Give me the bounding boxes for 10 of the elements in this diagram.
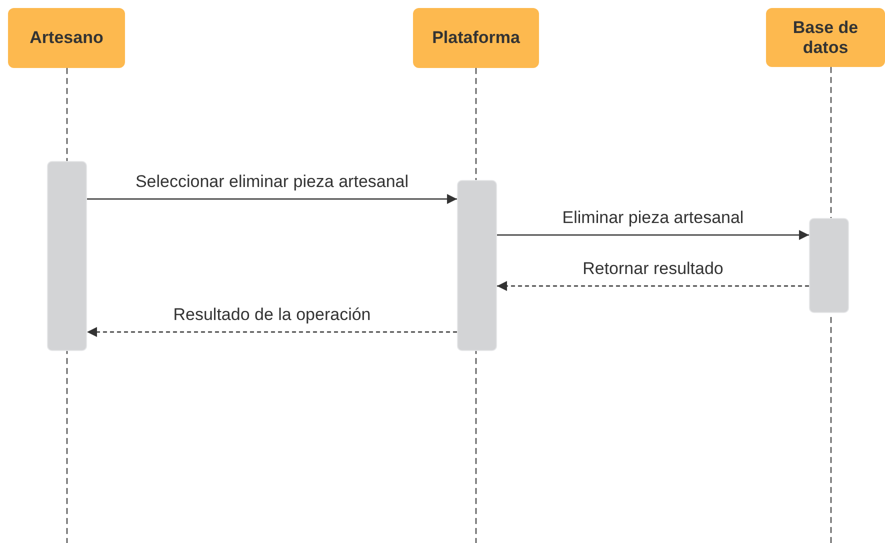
participant-box: Plataforma xyxy=(413,8,539,68)
message-arrow xyxy=(497,230,809,240)
activation-bar xyxy=(47,161,87,351)
activation-bar xyxy=(457,180,497,351)
participant-box: Base de datos xyxy=(766,8,885,67)
message-arrow xyxy=(87,327,457,337)
participant-box: Artesano xyxy=(8,8,125,68)
message-arrow xyxy=(87,194,457,204)
message-arrow xyxy=(497,281,809,291)
activation-bar xyxy=(809,218,849,313)
